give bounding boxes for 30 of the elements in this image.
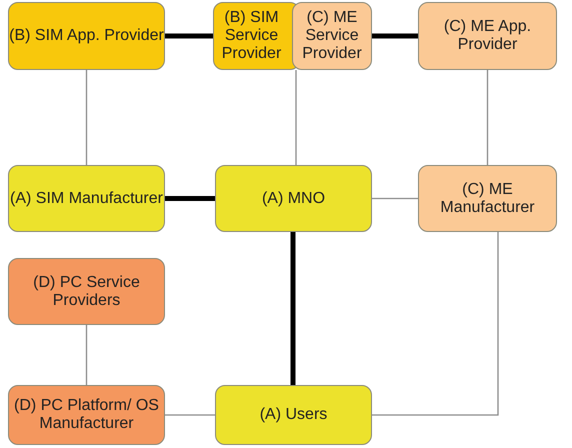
box-label: (C) ME App. Provider xyxy=(442,18,532,54)
box-label: (D) PC Platform/ OS Manufacturer xyxy=(13,397,160,433)
box-label: (A) Users xyxy=(260,406,328,424)
process-box xyxy=(8,2,165,70)
process-box xyxy=(8,165,165,232)
connector-line xyxy=(290,232,296,385)
connector-line xyxy=(372,198,418,200)
process-box xyxy=(8,385,165,445)
connector-line xyxy=(165,414,215,416)
box-label: (C) ME Manufacturer xyxy=(439,180,536,216)
box-label: (B) SIM App. Provider xyxy=(9,27,164,45)
process-box xyxy=(215,165,372,232)
connector-line xyxy=(86,70,88,165)
box-label: (B) SIM Service Provider xyxy=(220,9,282,63)
connector-line xyxy=(372,232,499,416)
process-box xyxy=(292,2,372,70)
connector-line xyxy=(295,70,297,165)
connector-line xyxy=(165,34,213,38)
box-label: (A) MNO xyxy=(262,190,326,208)
process-box xyxy=(215,385,372,445)
box-label: (C) ME Service Provider xyxy=(301,9,363,63)
box-label: (A) SIM Manufacturer xyxy=(10,190,163,208)
connector-line xyxy=(86,325,88,385)
process-box xyxy=(418,2,557,70)
box-label: (D) PC Service Providers xyxy=(32,274,141,310)
connector-line xyxy=(486,70,488,165)
connector-line xyxy=(372,34,418,38)
process-box xyxy=(8,258,165,325)
connector-line xyxy=(165,196,215,201)
process-box xyxy=(418,165,557,232)
